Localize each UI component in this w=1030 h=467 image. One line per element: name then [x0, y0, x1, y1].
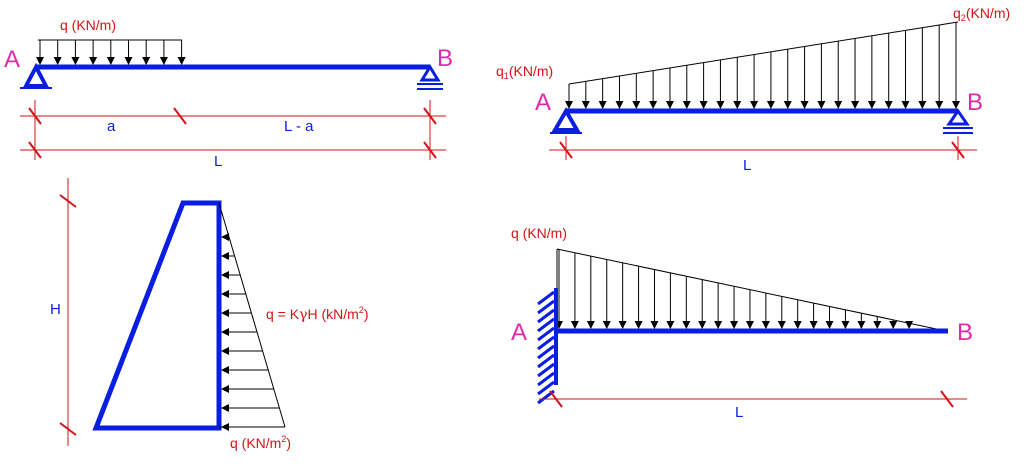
dim-tick [940, 390, 954, 408]
dim-tick [173, 107, 187, 125]
simple-beam-partial-load-diagram: q (KN/m) A B a L - a L [4, 17, 453, 170]
support-hatch-line [537, 308, 555, 324]
support-hatch-line [537, 344, 555, 360]
dim-h-label: H [50, 301, 61, 318]
dim-l-label: L [214, 153, 222, 170]
support-hatch-line [537, 299, 555, 315]
point-a-label: A [535, 89, 551, 116]
point-b-label: B [957, 319, 973, 346]
point-a-label: A [511, 319, 527, 346]
support-hatch-line [537, 362, 555, 378]
retaining-wall-section [92, 200, 222, 431]
support-hatch-line [537, 371, 555, 387]
roller-support-b [943, 108, 973, 134]
triangular-load-arrows [555, 249, 914, 329]
dim-a-label: a [107, 118, 116, 135]
retaining-wall-pressure-diagram: H q = KγH (kN/m2) q (KN/m2) [50, 178, 368, 451]
simple-beam-trapezoid-load-diagram: q1(KN/m) q2(KN/m) A B L [496, 5, 1010, 174]
load-top-line [556, 248, 947, 332]
dim-tick [59, 194, 77, 208]
dim-tick [559, 141, 573, 159]
pressure-arrows [221, 233, 285, 431]
point-a-label: A [4, 46, 20, 73]
fixed-support-a [537, 288, 558, 405]
trapezoid-load-arrows [565, 22, 960, 109]
load-label: q (KN/m) [511, 225, 567, 241]
support-hatch-line [537, 353, 555, 369]
load-label: q (KN/m) [60, 17, 116, 33]
load-left-label: q1(KN/m) [496, 63, 553, 81]
support-hatch-line [537, 326, 555, 342]
pin-support-a [20, 62, 52, 89]
base-pressure-label: q (KN/m2) [230, 434, 291, 451]
cantilever-triangle-load-diagram: q (KN/m) A B L [511, 225, 973, 421]
support-hatch-line [537, 290, 555, 306]
support-hatch-line [537, 380, 555, 396]
load-top-line [568, 21, 959, 85]
point-b-label: B [437, 45, 453, 72]
dim-tick [549, 390, 563, 408]
dim-tick [951, 141, 965, 159]
dim-l-label: L [735, 404, 743, 421]
load-right-label: q2(KN/m) [953, 5, 1010, 23]
dim-l-label: L [743, 157, 751, 174]
support-hatch-line [537, 317, 555, 333]
support-hatch-line [537, 335, 555, 351]
udl-arrows [36, 40, 186, 65]
dim-l-minus-a-label: L - a [284, 118, 314, 135]
pressure-formula-label: q = KγH (kN/m2) [266, 305, 368, 323]
dim-tick [59, 422, 77, 436]
point-b-label: B [967, 89, 983, 116]
pressure-envelope-line [218, 202, 286, 428]
pin-support-a [550, 107, 582, 134]
roller-support-b [417, 64, 443, 90]
